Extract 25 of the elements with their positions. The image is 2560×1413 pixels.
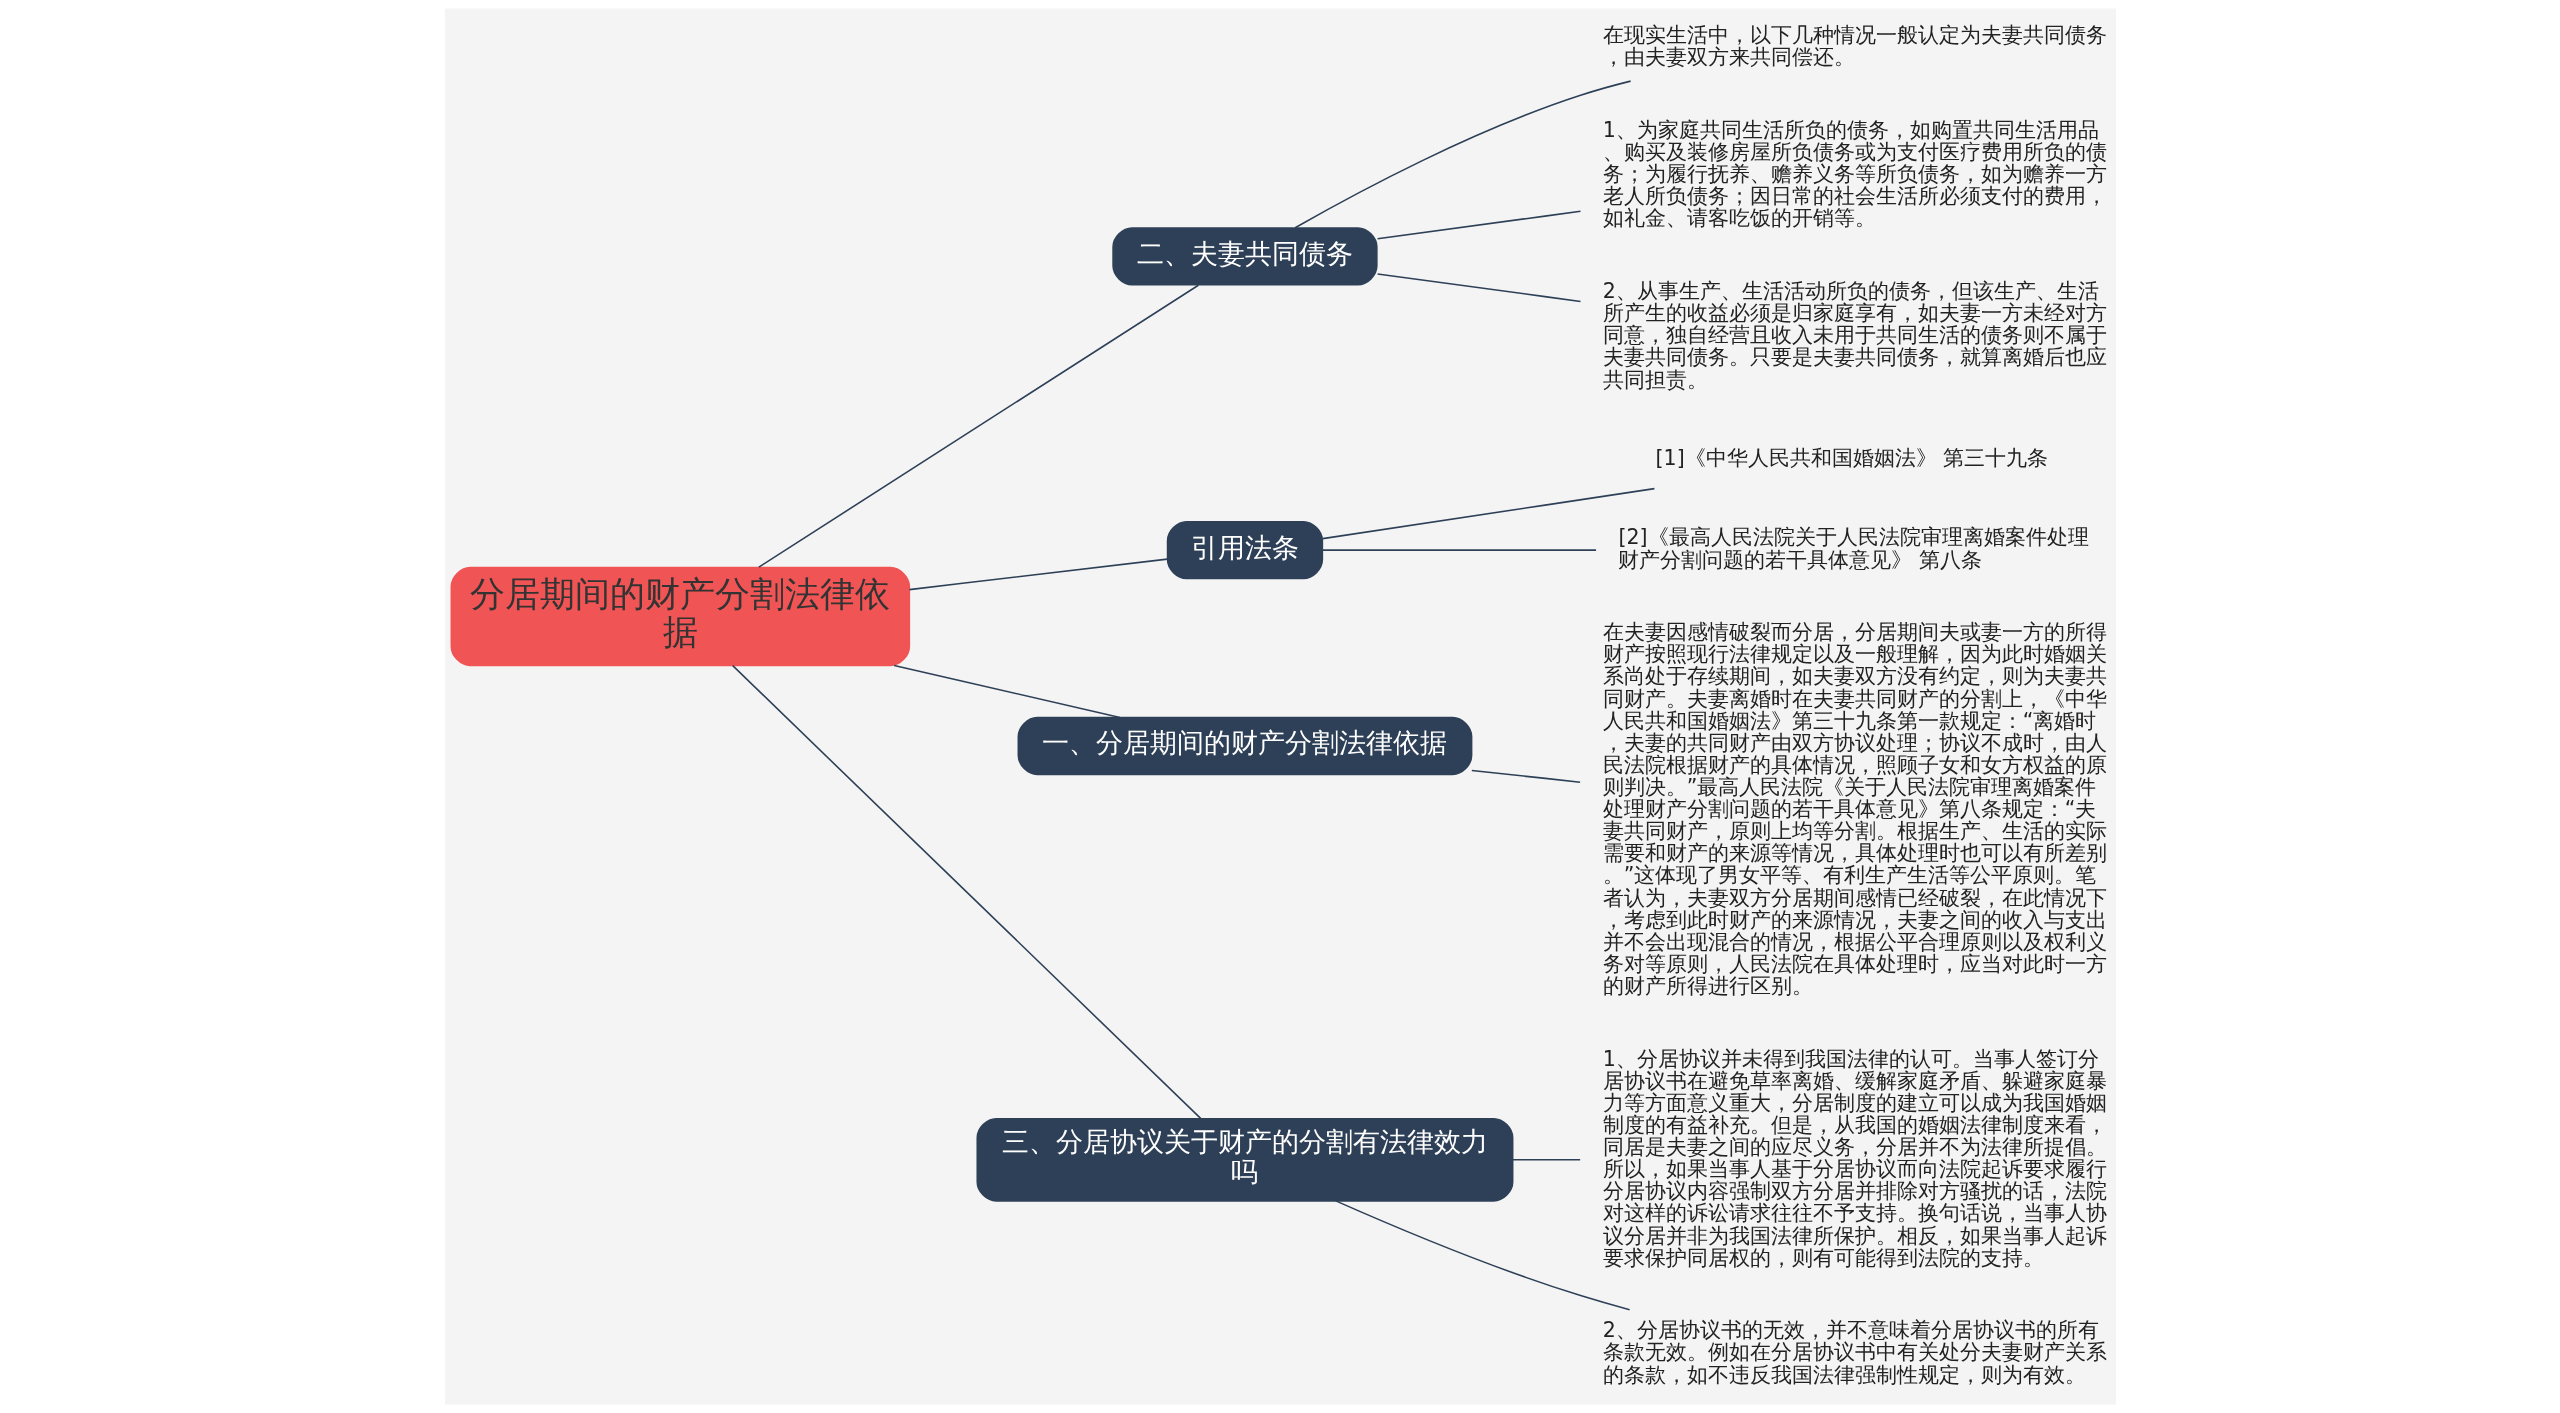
connector [1321, 549, 1597, 551]
node-text: 2、从事生产、生活活动所负的债务，但该生产、生活所产生的收益必须是归家庭享有，如夫妻一方未经对方同意，独自经营且收入未用于共同生活的债务则不属于夫妻共同债务。只要是夫妻共同债务，就算离婚后也应共同担责。 [1602, 279, 2107, 392]
node-box: 一、分居期间的财产分割法律依据 [1017, 716, 1472, 776]
node-text: [1]《中华人民共和国婚姻法》 第三十九条 [1655, 446, 2048, 471]
connector [1293, 80, 1631, 229]
connector [892, 664, 1121, 719]
node-box: 分居期间的财产分割法律依据 [450, 566, 910, 667]
connector [1321, 487, 1655, 540]
node-text: 1、为家庭共同生活所负的债务，如购置共同生活用品、购买及装修房屋所负债务或为支付医疗费用所负的债务；为履行抚养、赡养义务等所负债务，如为赡养一方老人所负债务；因日常的社会生活所必须支付的费用，如礼金、请客吃饭的开销等。 [1602, 117, 2107, 231]
connector [1511, 1159, 1581, 1161]
node-text: 1、分居协议并未得到我国法律的认可。当事人签订分居协议书在避免草率离婚、缓解家庭矛盾、躲避家庭暴力等方面意义重大，分居制度的建立可以成为我国婚姻制度的有益补充。但是，从我国的婚姻法律制度来看，同居是夫妻之间的应尽义务，分居并不为法律所提倡。所以，如果当事人基于分居协议而向法院起诉要求履行分居协议内容强制双方分居并排除对方骚扰的话，法院对这样的诉讼请求往往不予支持。换句话说，当事人协议分居并非为我国法律所保护。相反，如果当事人起诉要求保护同居权的，则有可能得到法院的支持。 [1602, 1046, 2107, 1270]
node-text: 在夫妻因感情破裂而分居，分居期间夫或妻一方的所得财产按照现行法律规定以及一般理解，因为此时婚姻关系尚处于存续期间，如夫妻双方没有约定，则为夫妻共同财产。夫妻离婚时在夫妻共同财产的分割上，《中华人民共和国婚姻法》第三十九条第一款规定：“离婚时，夫妻的共同财产由双方协议处理；协议不成时，由人民法院根据财产的具体情况，照顾子女和女方权益的原则判决。”最高人民法院《关于人民法院审理离婚案件处理财产分割问题的若干具体意见》第八条规定：“夫妻共同财产，原则上均等分割。根据生产、生活的实际需要和财产的来源等情况，具体处理时也可以有所差别。”这体现了男女平等、有利生产生活等公平原则。笔者认为，夫妻双方分居期间感情已经破裂，在此情况下，考虑到此时财产的来源情况，夫妻之间的收入与支出并不会出现混合的情况，根据公平合理原则以及权利义务对等原则，人民法院在具体处理时，应当对此时一方的财产所得进行区别。 [1602, 620, 2107, 998]
connector [1376, 210, 1581, 240]
connector [757, 284, 1199, 568]
node-text: [2]《最高人民法院关于人民法院审理离婚案件处理财产分割问题的若干具体意见》 第八条 [1617, 525, 2089, 572]
connector [1376, 273, 1581, 303]
node-box: 引用法条 [1166, 520, 1323, 580]
connector [731, 664, 1202, 1120]
node-box: 三、分居协议关于财产的分割有法律效力吗 [975, 1117, 1513, 1202]
node-box: 二、夫妻共同债务 [1111, 227, 1378, 286]
connector [908, 558, 1168, 591]
node-text: 2、分居协议书的无效，并不意味着分居协议书的所有条款无效。例如在分居协议书中有关处分夫妻财产关系的条款，如不违反我国法律强制性规定，则为有效。 [1602, 1318, 2107, 1387]
connector [1334, 1200, 1630, 1311]
node-text: 在现实生活中，以下几种情况一般认定为夫妻共同债务，由夫妻双方来共同偿还。 [1602, 23, 2107, 70]
connector [1470, 769, 1581, 783]
